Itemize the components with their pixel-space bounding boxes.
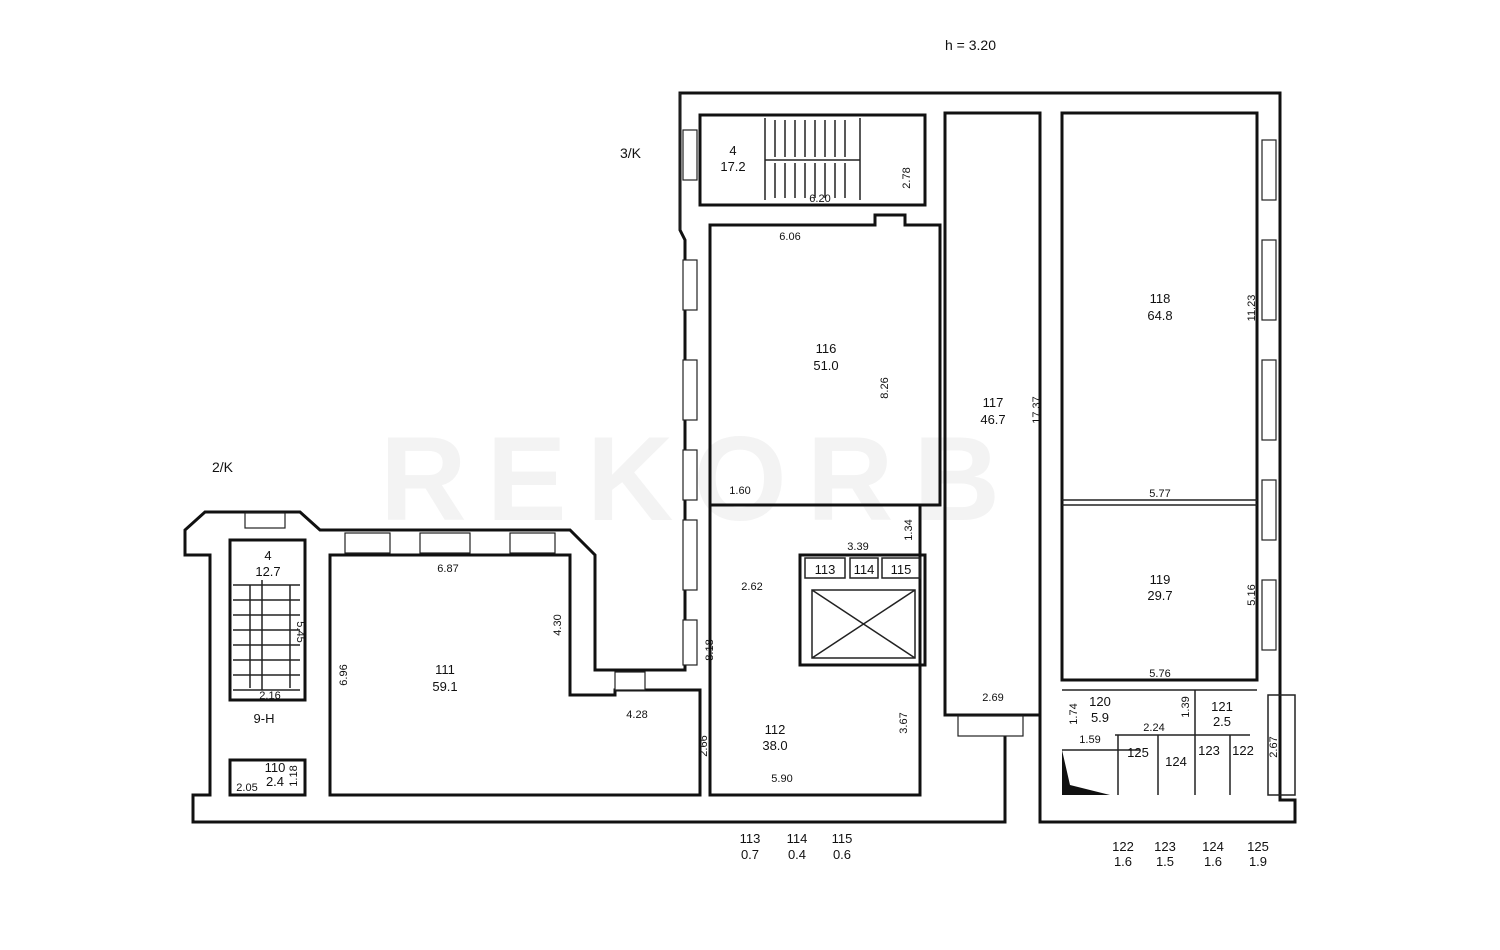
room-116: 116 51.0 bbox=[813, 341, 838, 373]
svg-text:1.34: 1.34 bbox=[903, 519, 915, 540]
svg-text:1.6: 1.6 bbox=[1114, 854, 1132, 869]
svg-text:1.18: 1.18 bbox=[288, 765, 300, 786]
svg-text:2.67: 2.67 bbox=[1268, 736, 1280, 757]
svg-text:114: 114 bbox=[787, 831, 808, 846]
svg-text:2.05: 2.05 bbox=[236, 782, 257, 794]
svg-text:5.16: 5.16 bbox=[1246, 584, 1258, 605]
svg-text:4: 4 bbox=[264, 548, 271, 563]
svg-text:2.62: 2.62 bbox=[741, 581, 762, 593]
svg-text:5.9: 5.9 bbox=[1091, 710, 1109, 725]
svg-text:125: 125 bbox=[1247, 839, 1269, 854]
svg-text:2.5: 2.5 bbox=[1213, 714, 1231, 729]
svg-text:38.0: 38.0 bbox=[762, 738, 787, 753]
svg-text:117: 117 bbox=[983, 395, 1004, 410]
svg-text:0.4: 0.4 bbox=[788, 847, 806, 862]
room-112: 112 38.0 bbox=[762, 722, 787, 753]
svg-text:17.37: 17.37 bbox=[1031, 396, 1043, 424]
svg-text:0.6: 0.6 bbox=[833, 847, 851, 862]
svg-text:123: 123 bbox=[1198, 743, 1220, 758]
small-room-labels: 113 114 115 125 124 123 122 bbox=[815, 562, 1254, 769]
svg-text:125: 125 bbox=[1127, 745, 1149, 760]
svg-text:3.39: 3.39 bbox=[847, 541, 868, 553]
svg-text:51.0: 51.0 bbox=[813, 358, 838, 373]
room-119: 119 29.7 bbox=[1147, 572, 1172, 603]
svg-text:4: 4 bbox=[729, 143, 736, 158]
svg-text:2.16: 2.16 bbox=[259, 690, 280, 702]
svg-text:1.74: 1.74 bbox=[1068, 703, 1080, 724]
svg-text:5.90: 5.90 bbox=[771, 773, 792, 785]
svg-text:121: 121 bbox=[1211, 699, 1233, 714]
svg-text:6.06: 6.06 bbox=[779, 231, 800, 243]
svg-text:12.7: 12.7 bbox=[255, 564, 280, 579]
svg-text:118: 118 bbox=[1150, 291, 1171, 306]
svg-text:6.96: 6.96 bbox=[338, 664, 350, 685]
svg-text:2.4: 2.4 bbox=[266, 774, 284, 789]
section-label-2k: 2/K bbox=[212, 459, 234, 475]
svg-text:3.67: 3.67 bbox=[898, 712, 910, 733]
ceiling-height: h = 3.20 bbox=[945, 37, 996, 53]
svg-text:115: 115 bbox=[891, 562, 912, 577]
svg-text:17.2: 17.2 bbox=[720, 159, 745, 174]
section-label-3k: 3/K bbox=[620, 145, 642, 161]
room-121: 121 2.5 bbox=[1211, 699, 1233, 729]
svg-text:11.23: 11.23 bbox=[1246, 295, 1258, 322]
svg-text:1.39: 1.39 bbox=[1180, 696, 1192, 717]
svg-text:5.76: 5.76 bbox=[1149, 668, 1170, 680]
room-4-top: 4 17.2 bbox=[720, 143, 745, 174]
svg-text:1.59: 1.59 bbox=[1079, 734, 1100, 746]
svg-text:114: 114 bbox=[854, 562, 875, 577]
watermark: REKORB bbox=[380, 412, 1020, 546]
svg-text:64.8: 64.8 bbox=[1147, 308, 1172, 323]
svg-text:110: 110 bbox=[265, 760, 286, 775]
svg-text:123: 123 bbox=[1154, 839, 1176, 854]
svg-text:115: 115 bbox=[832, 831, 853, 846]
svg-text:124: 124 bbox=[1202, 839, 1224, 854]
svg-text:1.60: 1.60 bbox=[729, 485, 750, 497]
svg-text:1.9: 1.9 bbox=[1249, 854, 1267, 869]
svg-text:111: 111 bbox=[435, 662, 455, 677]
room-118: 118 64.8 bbox=[1147, 291, 1172, 323]
svg-text:59.1: 59.1 bbox=[432, 679, 457, 694]
svg-text:2.69: 2.69 bbox=[982, 692, 1003, 704]
svg-text:6.20: 6.20 bbox=[809, 193, 830, 205]
svg-text:2.66: 2.66 bbox=[698, 735, 710, 756]
svg-text:29.7: 29.7 bbox=[1147, 588, 1172, 603]
svg-text:113: 113 bbox=[815, 562, 836, 577]
room-4-left: 4 12.7 bbox=[255, 548, 280, 579]
svg-text:1.6: 1.6 bbox=[1204, 854, 1222, 869]
svg-text:1.5: 1.5 bbox=[1156, 854, 1174, 869]
room-110: 110 2.4 bbox=[265, 760, 286, 789]
dimensions: 6.20 2.78 6.06 8.26 17.37 11.23 5.77 5.1… bbox=[236, 167, 1280, 794]
walls bbox=[183, 91, 1297, 824]
svg-text:116: 116 bbox=[816, 341, 837, 356]
room-111: 111 59.1 bbox=[432, 662, 457, 694]
svg-text:124: 124 bbox=[1165, 754, 1187, 769]
room-120: 120 5.9 bbox=[1089, 694, 1111, 725]
svg-text:119: 119 bbox=[1150, 572, 1171, 587]
svg-text:112: 112 bbox=[765, 722, 786, 737]
svg-text:122: 122 bbox=[1112, 839, 1134, 854]
svg-text:8.18: 8.18 bbox=[704, 639, 716, 660]
entrance-label: 9-H bbox=[254, 711, 275, 726]
svg-text:46.7: 46.7 bbox=[980, 412, 1005, 427]
svg-text:6.87: 6.87 bbox=[437, 563, 458, 575]
svg-text:0.7: 0.7 bbox=[741, 847, 759, 862]
svg-text:5.77: 5.77 bbox=[1149, 488, 1170, 500]
svg-text:5.45: 5.45 bbox=[294, 621, 306, 642]
svg-text:4.30: 4.30 bbox=[552, 614, 564, 635]
svg-text:2.78: 2.78 bbox=[901, 167, 913, 188]
svg-text:113: 113 bbox=[740, 831, 761, 846]
svg-text:120: 120 bbox=[1089, 694, 1111, 709]
svg-text:8.26: 8.26 bbox=[879, 377, 891, 398]
svg-text:122: 122 bbox=[1232, 743, 1254, 758]
svg-text:4.28: 4.28 bbox=[626, 709, 647, 721]
svg-text:2.24: 2.24 bbox=[1143, 722, 1164, 734]
room-117: 117 46.7 bbox=[980, 395, 1005, 427]
